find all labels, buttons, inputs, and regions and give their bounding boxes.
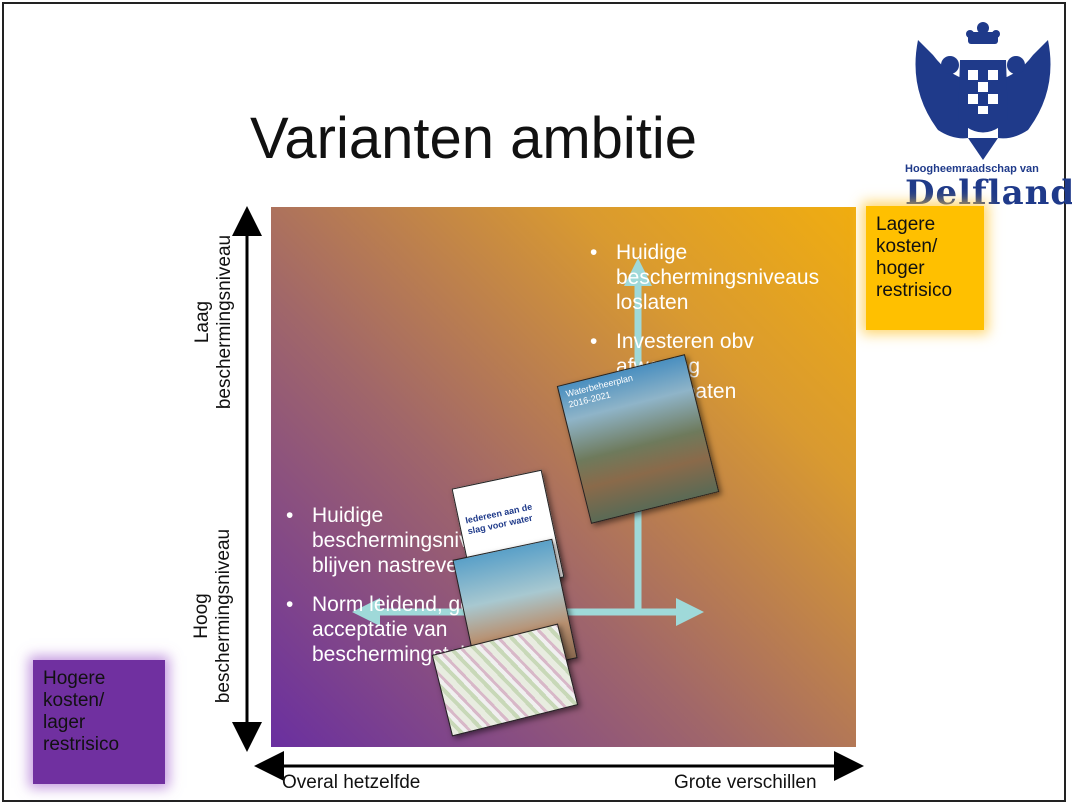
bullet-bottom-1-line3: blijven nastreven — [312, 554, 470, 577]
bullet-top-1-line2: beschermingsniveaus — [616, 266, 820, 289]
tag-lower-costs: Lagere kosten/ hoger restrisico — [866, 206, 984, 330]
bullet-bottom-1-line1: Huidige — [312, 504, 384, 527]
x-label-left: Overal hetzelfde — [282, 772, 421, 793]
logo-subtitle: Hoogheemraadschap van — [905, 163, 1039, 175]
tag-lower-line4: restrisico — [876, 280, 953, 301]
x-label-right: Grote verschillen — [674, 772, 817, 793]
y-label-top: Laag beschermingsniveau — [192, 222, 236, 422]
bullets-bottom: Huidige beschermingsniveau blijven nastr… — [280, 503, 580, 681]
tag-higher-line4: restrisico — [43, 734, 120, 755]
tag-higher-line2: kosten/ — [43, 690, 105, 711]
y-label-top-line1: Laag — [192, 300, 213, 344]
tag-higher-line1: Hogere — [43, 668, 106, 689]
tag-lower-line3: hoger — [876, 258, 925, 279]
y-label-bottom-line2: beschermingsniveau — [213, 528, 234, 704]
bullet-bottom-1: Huidige beschermingsniveau blijven nastr… — [280, 503, 580, 578]
bullet-top-1: Huidige beschermingsniveaus loslaten — [584, 240, 854, 315]
delfland-logo — [915, 22, 1051, 160]
bullet-top-2-line1: Investeren obv — [616, 330, 754, 353]
bullet-bottom-2-line2: acceptatie van — [312, 618, 448, 641]
bullet-top-1-line1: Huidige — [616, 241, 688, 264]
y-label-top-line2: beschermingsniveau — [214, 234, 235, 410]
bullet-bottom-2-line1: Norm leidend, geen — [312, 593, 496, 616]
y-label-bottom: Hoog beschermingsniveau — [191, 511, 235, 721]
bullet-bottom-1-line2: beschermingsniveau — [312, 529, 505, 552]
tag-lower-line1: Lagere — [876, 214, 936, 235]
slide-title: Varianten ambitie — [250, 106, 698, 171]
bullet-top-1-line3: loslaten — [616, 291, 689, 314]
tag-higher-line3: lager — [43, 712, 86, 733]
tag-lower-line2: kosten/ — [876, 236, 938, 257]
y-label-bottom-line1: Hoog — [191, 593, 212, 639]
tag-higher-costs: Hogere kosten/ lager restrisico — [33, 660, 165, 784]
